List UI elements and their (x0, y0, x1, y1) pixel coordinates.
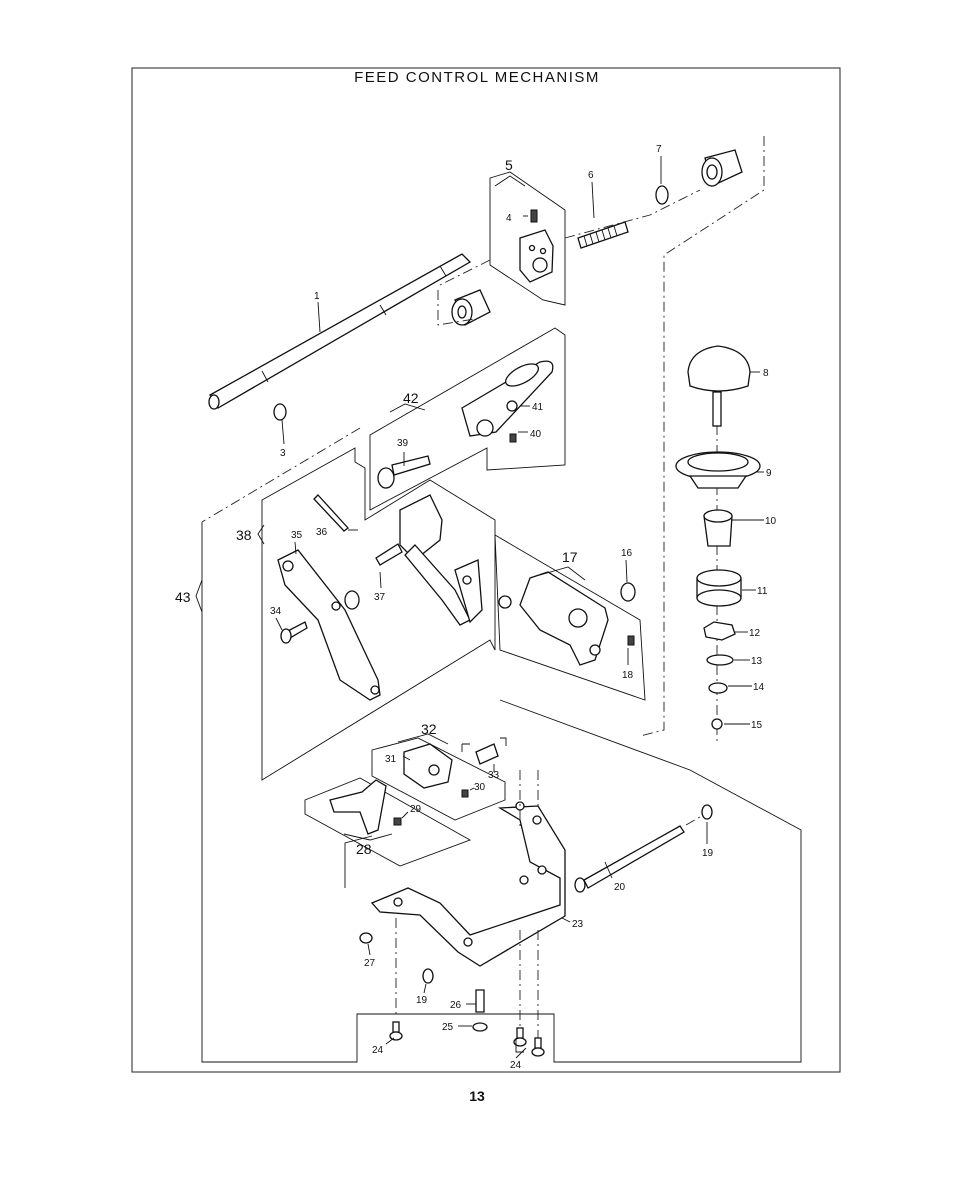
washer-part-41 (507, 401, 517, 411)
callout-24-left: 24 (372, 1045, 384, 1056)
callout-9: 9 (766, 468, 772, 479)
bracket-38 (258, 525, 264, 544)
callout-28: 28 (356, 841, 372, 857)
callout-4: 4 (506, 213, 512, 224)
callout-43: 43 (175, 589, 191, 605)
callout-6: 6 (588, 170, 594, 181)
callout-16: 16 (621, 548, 633, 559)
frame-part-17 (499, 572, 608, 665)
plate-part-35 (278, 550, 380, 700)
ring-part-15 (712, 719, 722, 729)
screw-part-40 (510, 434, 516, 442)
e-ring-part-19-right (702, 805, 712, 819)
lever-part-42 (462, 359, 553, 436)
lever-part-28 (330, 780, 386, 834)
bracket-43 (196, 580, 202, 612)
callout-39: 39 (397, 438, 409, 449)
screw-part-27 (360, 933, 372, 943)
callout-20: 20 (614, 882, 626, 893)
bushing-top (702, 150, 742, 186)
pad-part-25 (473, 1023, 487, 1031)
bracket-part-23 (372, 802, 565, 966)
callout-15: 15 (751, 720, 763, 731)
lever-38 (400, 495, 482, 625)
spring-part-36 (314, 495, 348, 531)
e-ring-part-19-left (423, 969, 433, 983)
callout-42: 42 (403, 390, 419, 406)
callout-3: 3 (280, 448, 286, 459)
callout-29: 29 (410, 804, 422, 815)
callout-12: 12 (749, 628, 761, 639)
screw-part-30 (462, 790, 468, 797)
block-part-31 (404, 744, 452, 788)
dial-part-9 (676, 452, 760, 488)
screw-part-29 (394, 818, 401, 825)
callout-27: 27 (364, 958, 376, 969)
screw-part-34 (281, 622, 307, 643)
knob-part-8 (688, 346, 750, 426)
callout-13: 13 (751, 656, 763, 667)
callout-25: 25 (442, 1022, 454, 1033)
collar-part-5 (520, 230, 553, 282)
callout-24-right: 24 (510, 1060, 522, 1071)
callout-18: 18 (622, 670, 634, 681)
group-28-panel (305, 778, 470, 866)
e-ring-part-7 (656, 186, 668, 204)
callout-7: 7 (656, 144, 662, 155)
cam-part-11 (697, 570, 741, 606)
callout-23: 23 (572, 919, 584, 930)
spring-part-6 (578, 222, 628, 248)
bracket-5 (495, 176, 525, 186)
callout-30: 30 (474, 782, 486, 793)
ring-part-14 (709, 683, 727, 693)
callout-33: 33 (488, 770, 500, 781)
washer-part-13 (707, 655, 733, 665)
callout-10: 10 (765, 516, 777, 527)
callout-26: 26 (450, 1000, 462, 1011)
callout-11: 11 (757, 586, 768, 597)
plate-part-12 (704, 622, 735, 640)
callout-17: 17 (562, 549, 578, 565)
callout-19-right: 19 (702, 848, 714, 859)
callout-41: 41 (532, 402, 544, 413)
shaft-part-20 (575, 826, 684, 892)
right-dash-boundary (640, 136, 764, 736)
callout-34: 34 (270, 606, 282, 617)
callout-8: 8 (763, 368, 769, 379)
spring-part-26 (476, 990, 484, 1012)
diagram-frame (132, 68, 840, 1072)
screw-part-18 (628, 636, 634, 645)
callout-32: 32 (421, 721, 437, 737)
axis-line-6-7 (565, 190, 700, 238)
e-ring-part-16 (621, 583, 635, 601)
screw-part-4 (531, 210, 537, 222)
callout-40: 40 (530, 429, 542, 440)
callout-14: 14 (753, 682, 765, 693)
callout-38: 38 (236, 527, 252, 543)
callout-36: 36 (316, 527, 328, 538)
pin-part-37 (376, 544, 402, 565)
cam-part-10 (704, 510, 732, 546)
callout-31: 31 (385, 754, 397, 765)
shaft-part-1 (209, 254, 470, 409)
callout-5: 5 (505, 157, 513, 173)
callout-37: 37 (374, 592, 386, 603)
callout-1: 1 (314, 291, 320, 302)
screw-part-24-left (390, 1022, 402, 1040)
spring-part-33 (476, 744, 498, 764)
page-number: 13 (0, 1088, 954, 1104)
callout-35: 35 (291, 530, 303, 541)
callout-19-left: 19 (416, 995, 428, 1006)
group-43-dash-outline (202, 428, 360, 522)
e-ring-part-3 (274, 404, 286, 420)
